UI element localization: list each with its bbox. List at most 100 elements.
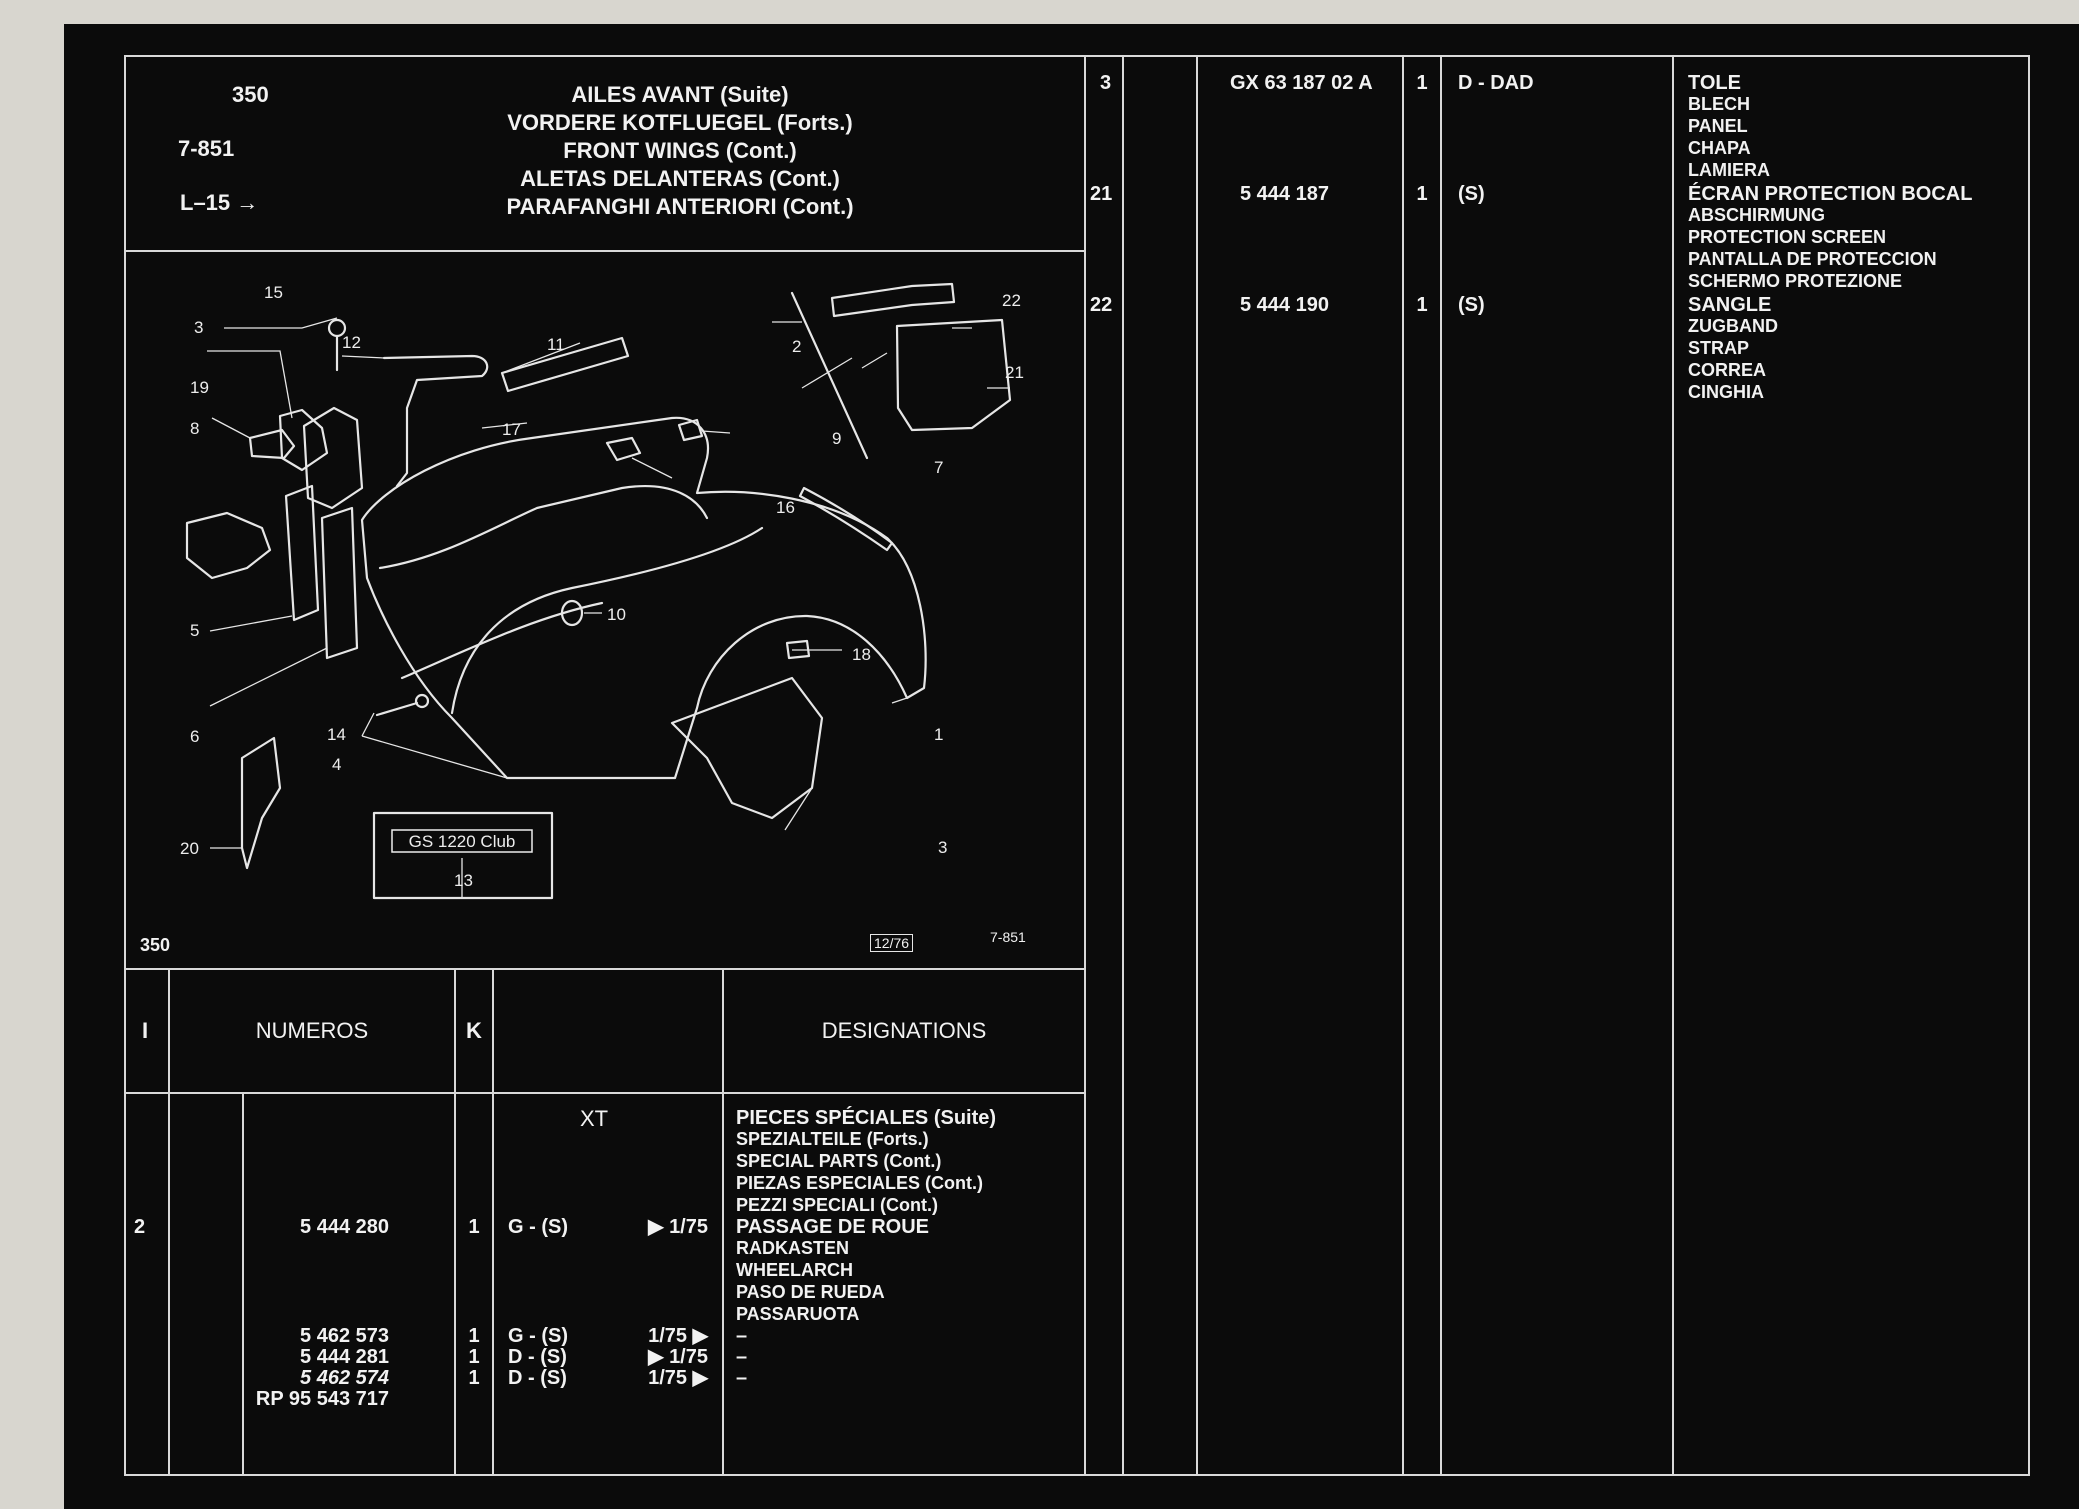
callout-16: 16 [776, 498, 795, 517]
callout-3-lower: 3 [938, 838, 947, 857]
badge-text: GS 1220 Club [409, 832, 516, 851]
variant-1-qty: 1 [468, 1325, 480, 1347]
col-header-k: K [466, 1018, 482, 1043]
bracket-left [185, 511, 272, 580]
right-row-3-designation-it: CINGHIA [1688, 382, 1764, 402]
left-panel-right-line [1084, 55, 1086, 1476]
lhd-ref-label: L–15 [180, 190, 231, 215]
item-2-number: 5 444 280 [300, 1216, 389, 1238]
header-title-it: PARAFANGHI ANTERIORI (Cont.) [506, 194, 854, 219]
right-row-2-designation-fr: ÉCRAN PROTECTION BOCAL [1688, 183, 1973, 205]
right-row-2-index: 21 [1090, 183, 1113, 205]
panel-20 [240, 736, 282, 870]
strip-7 [798, 486, 894, 552]
callout-18: 18 [852, 645, 871, 664]
rail-11 [500, 336, 630, 393]
callout-21: 21 [1005, 363, 1024, 382]
clip-18 [785, 639, 811, 660]
right-row-2-qty: 1 [1416, 183, 1428, 205]
right-row-2-designations: ÉCRAN PROTECTION BOCAL ABSCHIRMUNG PROTE… [1688, 184, 1972, 290]
right-row-3-designation-es: CORREA [1688, 360, 1767, 380]
callout-7: 7 [934, 458, 943, 477]
right-col-code-line [1672, 55, 1674, 1476]
variant-1-code: G - (S) [508, 1325, 568, 1347]
callout-22: 22 [1002, 291, 1021, 310]
callout-9: 9 [832, 429, 841, 448]
right-row-3-qty: 1 [1416, 294, 1428, 316]
right-row-2-designation-en: PROTECTION SCREEN [1688, 227, 1887, 247]
right-row-3-index: 22 [1090, 294, 1113, 316]
inset-divider [790, 291, 869, 460]
callout-3-upper: 3 [194, 318, 203, 337]
group-designation-fr: PIECES SPÉCIALES (Suite) [736, 1107, 997, 1129]
variant-3-code: D - (S) [508, 1367, 567, 1389]
header-titles: AILES AVANT (Suite) VORDERE KOTFLUEGEL (… [400, 84, 960, 218]
callout-14: 14 [327, 725, 346, 744]
col-header-index: I [142, 1018, 149, 1043]
right-row-2-code: (S) [1458, 183, 1485, 205]
left-col-number-inner-line [242, 1094, 244, 1476]
variant-2-code: D - (S) [508, 1346, 567, 1368]
header-title-de: VORDERE KOTFLUEGEL (Forts.) [507, 110, 853, 135]
diagram-date-code: 12/76 [870, 934, 914, 952]
frame-left-line [124, 55, 126, 1476]
right-row-1-code: D - DAD [1458, 72, 1534, 94]
callout-19: 19 [190, 378, 209, 397]
variant-2-qty: 1 [468, 1346, 480, 1368]
header-title-en: FRONT WINGS (Cont.) [563, 138, 797, 163]
right-col-blank-line [1196, 55, 1198, 1476]
callout-15: 15 [264, 283, 283, 302]
variant-3-designation: – [736, 1367, 748, 1389]
header-title-fr: AILES AVANT (Suite) [571, 82, 789, 107]
left-col-numbers-line [454, 970, 456, 1476]
screw-14-head [414, 693, 430, 709]
pipe-12 [382, 354, 489, 488]
panel-19 [302, 406, 364, 510]
fender-lower-edge [400, 601, 604, 680]
right-row-1-qty: 1 [1416, 72, 1428, 94]
panel-5 [284, 484, 320, 622]
variant-3-qty: 1 [468, 1367, 480, 1389]
right-row-1-designation-de: BLECH [1688, 94, 1750, 114]
variant-2-number: 5 444 281 [300, 1346, 389, 1368]
strap-22 [830, 282, 956, 318]
callout-10: 10 [607, 605, 626, 624]
item-2-index: 2 [134, 1216, 146, 1238]
right-row-2-designation-de: ABSCHIRMUNG [1688, 205, 1825, 225]
right-row-1-designation-it: LAMIERA [1688, 160, 1770, 180]
fender-wheelarch-edge [450, 526, 764, 715]
badge-box [391, 829, 533, 853]
right-row-3-designations: SANGLE ZUGBAND STRAP CORREA CINGHIA [1688, 295, 1778, 401]
right-row-1-designations: TOLE BLECH PANEL CHAPA LAMIERA [1688, 73, 1770, 179]
callout-20: 20 [180, 839, 199, 858]
diagram-page-number: 350 [140, 935, 171, 955]
right-row-1-number: GX 63 187 02 A [1230, 72, 1373, 94]
exploded-parts-diagram: 15 3 12 11 22 2 21 19 8 17 9 7 16 5 10 1… [152, 258, 1072, 958]
parts-diagram-svg: 15 3 12 11 22 2 21 19 8 17 9 7 16 5 10 1… [180, 282, 1024, 900]
right-row-3-designation-en: STRAP [1688, 338, 1750, 358]
right-row-2-designation-es: PANTALLA DE PROTECCION [1688, 249, 1937, 269]
header-lhd-ref: L–15 → [180, 192, 258, 214]
group-designation-es: PIEZAS ESPECIALES (Cont.) [736, 1173, 984, 1193]
arrow-right-icon: → [236, 190, 259, 215]
group-designation-it: PEZZI SPECIALI (Cont.) [736, 1195, 938, 1215]
left-col-k-line [492, 970, 494, 1476]
screen-21 [895, 318, 1012, 432]
panel-8 [248, 428, 296, 460]
variant-1-designation: – [736, 1325, 748, 1347]
diagram-ref-code: 7-851 [990, 929, 1026, 945]
item-2-designations: PASSAGE DE ROUE RADKASTEN WHEELARCH PASO… [736, 1217, 929, 1323]
right-row-3-code: (S) [1458, 294, 1485, 316]
fender-outline [360, 416, 927, 780]
item-2-date: ▶ 1/75 [648, 1216, 708, 1238]
right-col-index-line [1122, 55, 1124, 1476]
panel-6 [320, 506, 359, 660]
table-header-bottom-line [124, 1092, 1086, 1094]
callout-13: 13 [454, 871, 473, 890]
callout-1: 1 [934, 725, 943, 744]
right-row-3-designation-fr: SANGLE [1688, 294, 1772, 316]
frame-top-line [124, 55, 2030, 57]
model-code: XT [580, 1106, 609, 1131]
item-2-designation-de: RADKASTEN [736, 1238, 850, 1258]
badge-frame-13 [372, 811, 554, 900]
